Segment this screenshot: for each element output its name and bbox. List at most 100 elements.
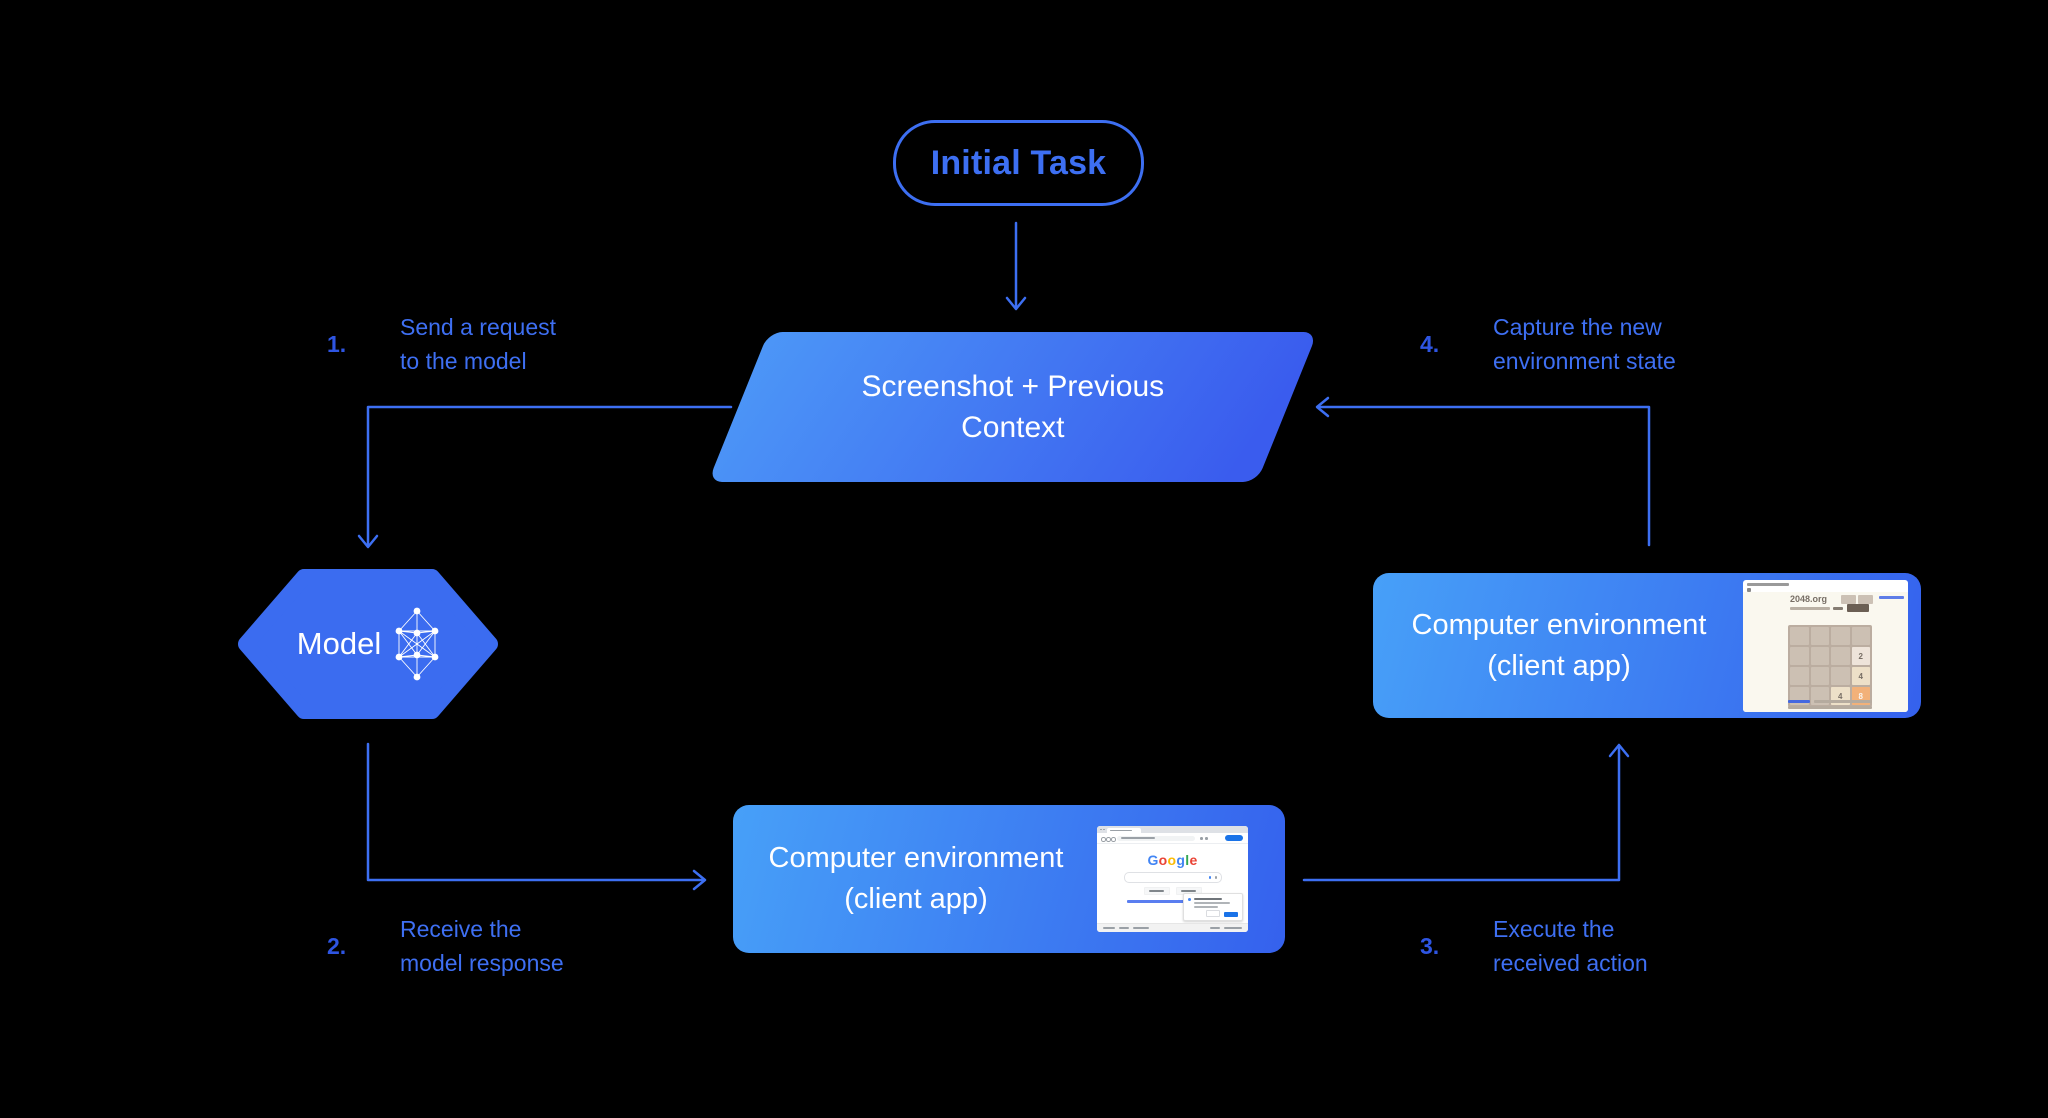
env-bottom-text: Computer environment (client app) [733, 805, 1099, 953]
screenshot-context-line2: Context [961, 411, 1065, 444]
arrowhead-up-icon [1608, 743, 1630, 758]
dialog-primary-button [1224, 912, 1238, 917]
best-score-box [1858, 595, 1873, 604]
grid-cell: 4 [1851, 667, 1870, 685]
logo-letter: o [1158, 852, 1168, 868]
grid-cell: 2 [1851, 647, 1870, 665]
arrowhead-left-icon [1315, 396, 1330, 418]
step-1-line1: Send a request [400, 314, 557, 340]
grid-cell [1851, 627, 1870, 645]
step-2-text: Receive the model response [400, 912, 564, 980]
screenshot-context-line1: Screenshot + Previous [861, 370, 1165, 403]
logo-letter: G [1147, 852, 1159, 868]
step-4-text: Capture the new environment state [1493, 310, 1676, 378]
model-node: Model [238, 569, 498, 719]
model-node-shape [238, 569, 498, 719]
text-smudge [1790, 607, 1830, 610]
connector-env-to-env [1302, 744, 1621, 882]
text-smudge [1833, 607, 1843, 610]
window-title-smudge [1747, 583, 1789, 586]
footer-link-smudge [1210, 927, 1220, 929]
browser-toolbar [1097, 833, 1248, 844]
grid-cell [1810, 627, 1829, 645]
browser-tabstrip [1097, 826, 1248, 833]
back-icon [1101, 837, 1106, 842]
grid-cell [1810, 667, 1829, 685]
search-button [1144, 887, 1170, 895]
window-control-smudge [1747, 588, 1751, 592]
arrowhead-down-icon [357, 534, 379, 549]
step-1-number: 1. [327, 330, 347, 357]
google-logo: Google [1097, 852, 1248, 868]
window-dot-icon [1100, 828, 1102, 830]
logo-letter: o [1167, 852, 1177, 868]
initial-task-node: Initial Task [893, 120, 1144, 206]
connector-env-to-context [1316, 405, 1651, 547]
step-2-number: 2. [327, 932, 347, 959]
dialog-text-smudge [1194, 898, 1222, 900]
arrowhead-down-icon [1005, 296, 1027, 311]
new-game-button [1847, 604, 1869, 612]
offered-in-link-smudge [1127, 900, 1217, 903]
env-right-text: Computer environment (client app) [1373, 573, 1745, 718]
step-3-line1: Execute the [1493, 916, 1615, 942]
toolbar-dot-icon [1205, 837, 1208, 840]
dialog-text-smudge [1194, 902, 1230, 904]
step-3-number: 3. [1420, 932, 1440, 959]
connector-context-to-model [366, 405, 733, 548]
button-text-smudge [1149, 890, 1164, 892]
env-bottom-line1: Computer environment [768, 842, 1064, 874]
step-1-text: Send a request to the model [400, 310, 556, 378]
footer-link-smudge [1119, 927, 1129, 929]
dialog-secondary-button [1206, 910, 1220, 917]
browser-tab [1107, 828, 1141, 833]
grid-cell [1790, 647, 1809, 665]
grid-cell [1831, 627, 1850, 645]
tab-title-smudge [1110, 829, 1132, 831]
dialog-text-smudge [1194, 906, 1218, 908]
2048-grid: 2 4 4 8 [1788, 625, 1872, 707]
grid-cell [1790, 667, 1809, 685]
link-smudge [1788, 700, 1810, 703]
logo-letter: e [1189, 852, 1198, 868]
text-smudge [1814, 700, 1872, 703]
button-text-smudge [1181, 890, 1196, 892]
score-box [1841, 595, 1856, 604]
grid-cell [1810, 647, 1829, 665]
step-label-3: 3. Execute the received action [1420, 912, 1648, 980]
initial-task-label: Initial Task [930, 143, 1107, 182]
env-right-line2: (client app) [1487, 649, 1631, 682]
url-smudge [1121, 837, 1155, 839]
step-4-number: 4. [1420, 330, 1440, 357]
google-browser-screenshot: Google [1097, 826, 1248, 932]
arrowhead-right-icon [692, 869, 707, 891]
step-label-2: 2. Receive the model response [327, 912, 564, 980]
2048-site-title: 2048.org [1790, 594, 1828, 604]
search-input [1124, 872, 1222, 883]
step-label-4: 4. Capture the new environment state [1420, 310, 1676, 378]
model-label: Model [296, 626, 382, 661]
signin-dialog [1183, 893, 1243, 921]
neural-network-icon [395, 607, 439, 681]
grid-cell [1790, 627, 1809, 645]
step-4-line1: Capture the new [1493, 314, 1662, 340]
logo-letter: l [1185, 852, 1190, 868]
step-label-1: 1. Send a request to the model [327, 310, 556, 378]
link-smudge [1879, 596, 1904, 599]
env-bottom-line2: (client app) [844, 883, 988, 915]
step-2-line1: Receive the [400, 916, 522, 942]
logo-letter: g [1176, 852, 1186, 868]
google-g-icon [1188, 898, 1191, 901]
page-footer [1097, 923, 1248, 932]
footer-link-smudge [1224, 927, 1242, 929]
lens-icon [1214, 876, 1217, 879]
grid-cell [1831, 667, 1850, 685]
text-smudge [1788, 706, 1872, 709]
tile-2: 2 [1851, 647, 1870, 665]
step-3-line2: received action [1493, 950, 1648, 976]
forward-icon [1106, 837, 1111, 842]
footer-link-smudge [1103, 927, 1115, 929]
screenshot-context-text: Screenshot + Previous Context [738, 332, 1287, 482]
window-dot-icon [1103, 828, 1105, 830]
